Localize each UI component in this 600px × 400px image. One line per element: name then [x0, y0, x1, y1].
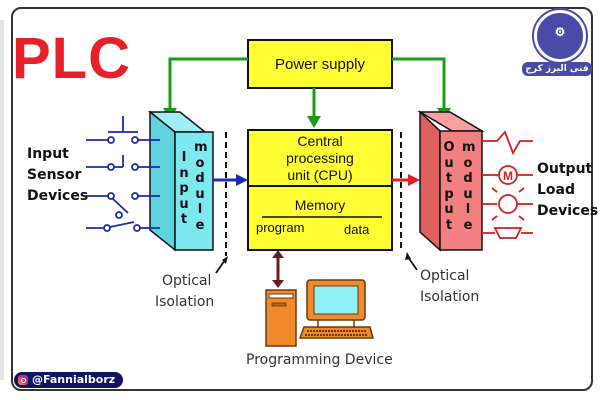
input-module-front: [174, 131, 214, 251]
input-module-side: [149, 110, 176, 252]
letter: u: [444, 155, 454, 171]
label-line: Optical: [162, 273, 212, 289]
input-sensor-devices-label: Input Sensor Devices: [27, 144, 88, 207]
letter: e: [463, 217, 473, 233]
social-handle-badge[interactable]: @Fannialborz: [14, 372, 124, 388]
input-sensor-switches: [86, 116, 160, 232]
motor-symbol-text: M: [503, 169, 513, 183]
letter: m: [462, 140, 476, 155]
keyboard-icon: [298, 326, 374, 339]
social-handle-text: @Fannialborz: [32, 373, 116, 386]
computer-tower-icon: [265, 289, 297, 347]
label-line: Sensor: [27, 167, 82, 183]
optical-isolation-label-right: Optical Isolation: [420, 266, 479, 308]
cpu-box: [247, 129, 393, 251]
cpu-label-line: unit (CPU): [287, 167, 353, 183]
plc-title: PLC: [12, 26, 131, 91]
label-line: Devices: [537, 203, 599, 219]
memory-label: Memory: [294, 197, 346, 213]
cpu-to-output-arrow: [408, 174, 420, 186]
power-wires: [168, 57, 446, 120]
letter: p: [444, 186, 454, 202]
letter: t: [180, 212, 188, 227]
instagram-icon: [18, 375, 28, 385]
memory-program-label: program: [256, 220, 305, 235]
computer-monitor-icon: [306, 279, 366, 327]
output-module-word-module: m o d u l e: [462, 140, 476, 233]
letter: p: [179, 181, 189, 196]
cpu-label-line: Central: [297, 133, 343, 149]
power-wire-to-output: [392, 57, 446, 112]
letter: e: [195, 217, 205, 233]
programming-device-label: Programming Device: [246, 352, 393, 368]
gear-emblem-icon: ⚙: [534, 10, 586, 62]
letter: u: [179, 196, 189, 212]
label-line: Devices: [27, 188, 89, 204]
letter: d: [463, 171, 473, 186]
input-to-cpu-arrow: [236, 174, 248, 186]
emblem-glyph: ⚙: [554, 25, 566, 39]
cpu-label-line: processing: [286, 150, 354, 166]
input-module-word-input: I n p u t: [178, 150, 190, 228]
output-module-front: [439, 130, 483, 251]
letter: o: [195, 155, 205, 171]
power-wire-to-input: [168, 57, 248, 112]
letter: n: [179, 165, 189, 181]
heater-symbol: [482, 130, 533, 156]
letter: O: [443, 140, 455, 155]
horn-symbol: [493, 227, 523, 239]
cpu-label: Central processing unit (CPU): [248, 133, 392, 184]
school-logo: ⚙ فنی البرز کرج: [522, 10, 592, 80]
output-module-word-output: O u t p u t: [443, 140, 455, 233]
letter: o: [463, 155, 473, 171]
output-load-devices-label: Output Load Devices: [537, 159, 598, 222]
input-module-word-module: m o d u l e: [194, 140, 208, 233]
power-supply-box: [247, 39, 393, 89]
optical-pointer-left: [215, 259, 226, 274]
label-line: Output: [537, 161, 593, 177]
letter: u: [444, 202, 454, 217]
logo-tag: فنی البرز کرج: [522, 62, 592, 76]
letter: l: [465, 202, 471, 217]
label-line: Isolation: [155, 294, 215, 310]
letter: u: [195, 186, 205, 202]
letter: l: [197, 202, 203, 217]
output-module-side: [419, 110, 441, 252]
optical-isolation-label-left: Optical Isolation: [155, 271, 214, 313]
power-arrow-cpu: [307, 116, 321, 128]
output-load-symbols: [482, 130, 533, 239]
label-line: Isolation: [420, 289, 480, 305]
label-line: Load: [537, 182, 576, 198]
letter: u: [463, 186, 473, 202]
label-line: Optical: [420, 268, 470, 284]
label-line: Input: [27, 146, 69, 162]
memory-data-label: data: [344, 222, 370, 237]
letter: d: [195, 171, 205, 186]
left-edge-shade: [0, 20, 4, 380]
letter: m: [194, 140, 208, 155]
power-supply-label: Power supply: [274, 56, 366, 73]
letter: I: [181, 150, 187, 165]
letter: t: [445, 171, 453, 186]
letter: t: [445, 217, 453, 233]
